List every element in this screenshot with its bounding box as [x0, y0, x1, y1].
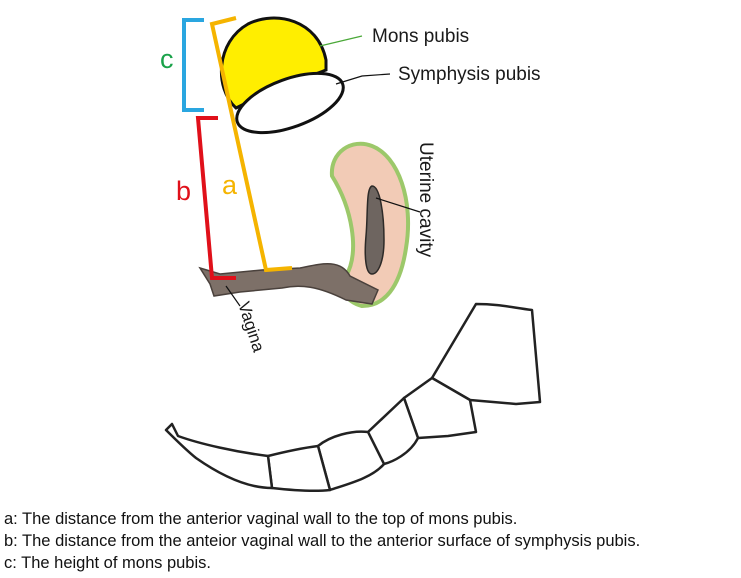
vagina-label: Vagina [234, 299, 268, 355]
bracket-b [195, 116, 236, 280]
mons-pubis-label: Mons pubis [372, 26, 469, 47]
uterus [329, 141, 421, 309]
caption-line-b: b: The distance from the anteior vaginal… [4, 532, 641, 550]
spine [164, 302, 542, 493]
uterine-cavity-label: Uterine cavity [415, 142, 436, 258]
bracket-a-letter: a [222, 170, 238, 200]
vagina-leader [225, 285, 241, 307]
bracket-c [182, 18, 204, 112]
uterine-cavity-shape [364, 185, 385, 275]
mons-pubis-leader [319, 35, 363, 47]
caption: a: The distance from the anterior vagina… [4, 508, 741, 574]
bracket-c-letter: c [160, 44, 174, 74]
bracket-b-letter: b [176, 176, 191, 206]
vagina-shape [198, 263, 379, 305]
symphysis-pubis-label: Symphysis pubis [398, 64, 541, 85]
caption-line-c: c: The height of mons pubis. [4, 554, 211, 572]
symphysis-pubis-leader [335, 73, 391, 85]
bracket-a [209, 16, 293, 273]
caption-line-a: a: The distance from the anterior vagina… [4, 510, 518, 528]
symphysis-pubis-shape [235, 71, 345, 135]
uterine-cavity-leader [375, 197, 421, 213]
